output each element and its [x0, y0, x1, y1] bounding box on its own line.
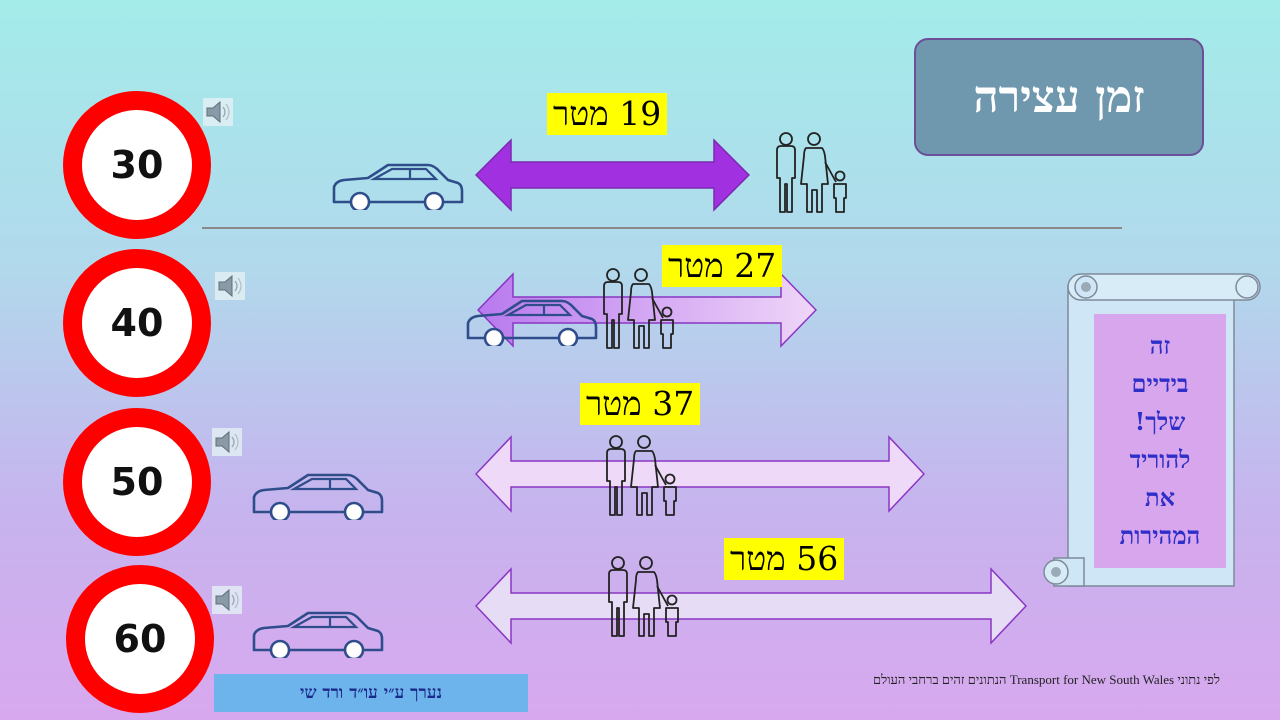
speed-value: 50: [110, 460, 164, 504]
speed-sign-60: 60: [66, 565, 214, 713]
message-line: זה: [1149, 331, 1171, 360]
speed-value: 30: [110, 143, 164, 187]
family-icon: [602, 435, 686, 517]
source-text: לפי נתוני Transport for New South Wales …: [873, 672, 1220, 687]
family-icon: [599, 268, 683, 350]
message-line: את: [1144, 483, 1176, 512]
message-line: המהירות: [1119, 521, 1201, 550]
family-icon: [772, 132, 856, 214]
speed-value: 40: [110, 301, 164, 345]
car-icon: [330, 162, 464, 210]
distance-label: 56 מטר: [724, 538, 845, 580]
speed-value: 60: [113, 617, 167, 661]
credit-text: נערך ע״י עו״ד ורד שי: [299, 683, 443, 703]
divider: [202, 227, 1122, 229]
car-icon: [250, 472, 384, 520]
speaker-icon[interactable]: [212, 428, 242, 456]
speed-sign-40: 40: [63, 249, 211, 397]
speaker-icon[interactable]: [203, 98, 233, 126]
speaker-icon[interactable]: [215, 272, 245, 300]
distance-arrow: [475, 567, 1027, 645]
message-line: להוריד: [1129, 445, 1191, 474]
distance-arrow: [477, 272, 817, 348]
title-box: זמן עצירה: [914, 38, 1204, 156]
distance-arrow: [475, 435, 925, 513]
speaker-icon[interactable]: [212, 586, 242, 614]
distance-label: 37 מטר: [580, 383, 701, 425]
page-title: זמן עצירה: [973, 71, 1145, 123]
speed-sign-50: 50: [63, 408, 211, 556]
message-line: בידיים: [1131, 369, 1189, 398]
credit-box: נערך ע״י עו״ד ורד שי: [214, 674, 528, 712]
car-icon: [250, 610, 384, 658]
distance-arrow: [475, 138, 750, 212]
distance-label: 27 מטר: [662, 245, 783, 287]
family-icon: [604, 556, 688, 638]
distance-label: 19 מטר: [547, 93, 668, 135]
message-line: שלך!: [1134, 407, 1186, 436]
scroll-message: זה בידיים שלך! להוריד את המהירות: [1094, 314, 1226, 568]
car-icon: [464, 298, 598, 346]
speed-sign-30: 30: [63, 91, 211, 239]
